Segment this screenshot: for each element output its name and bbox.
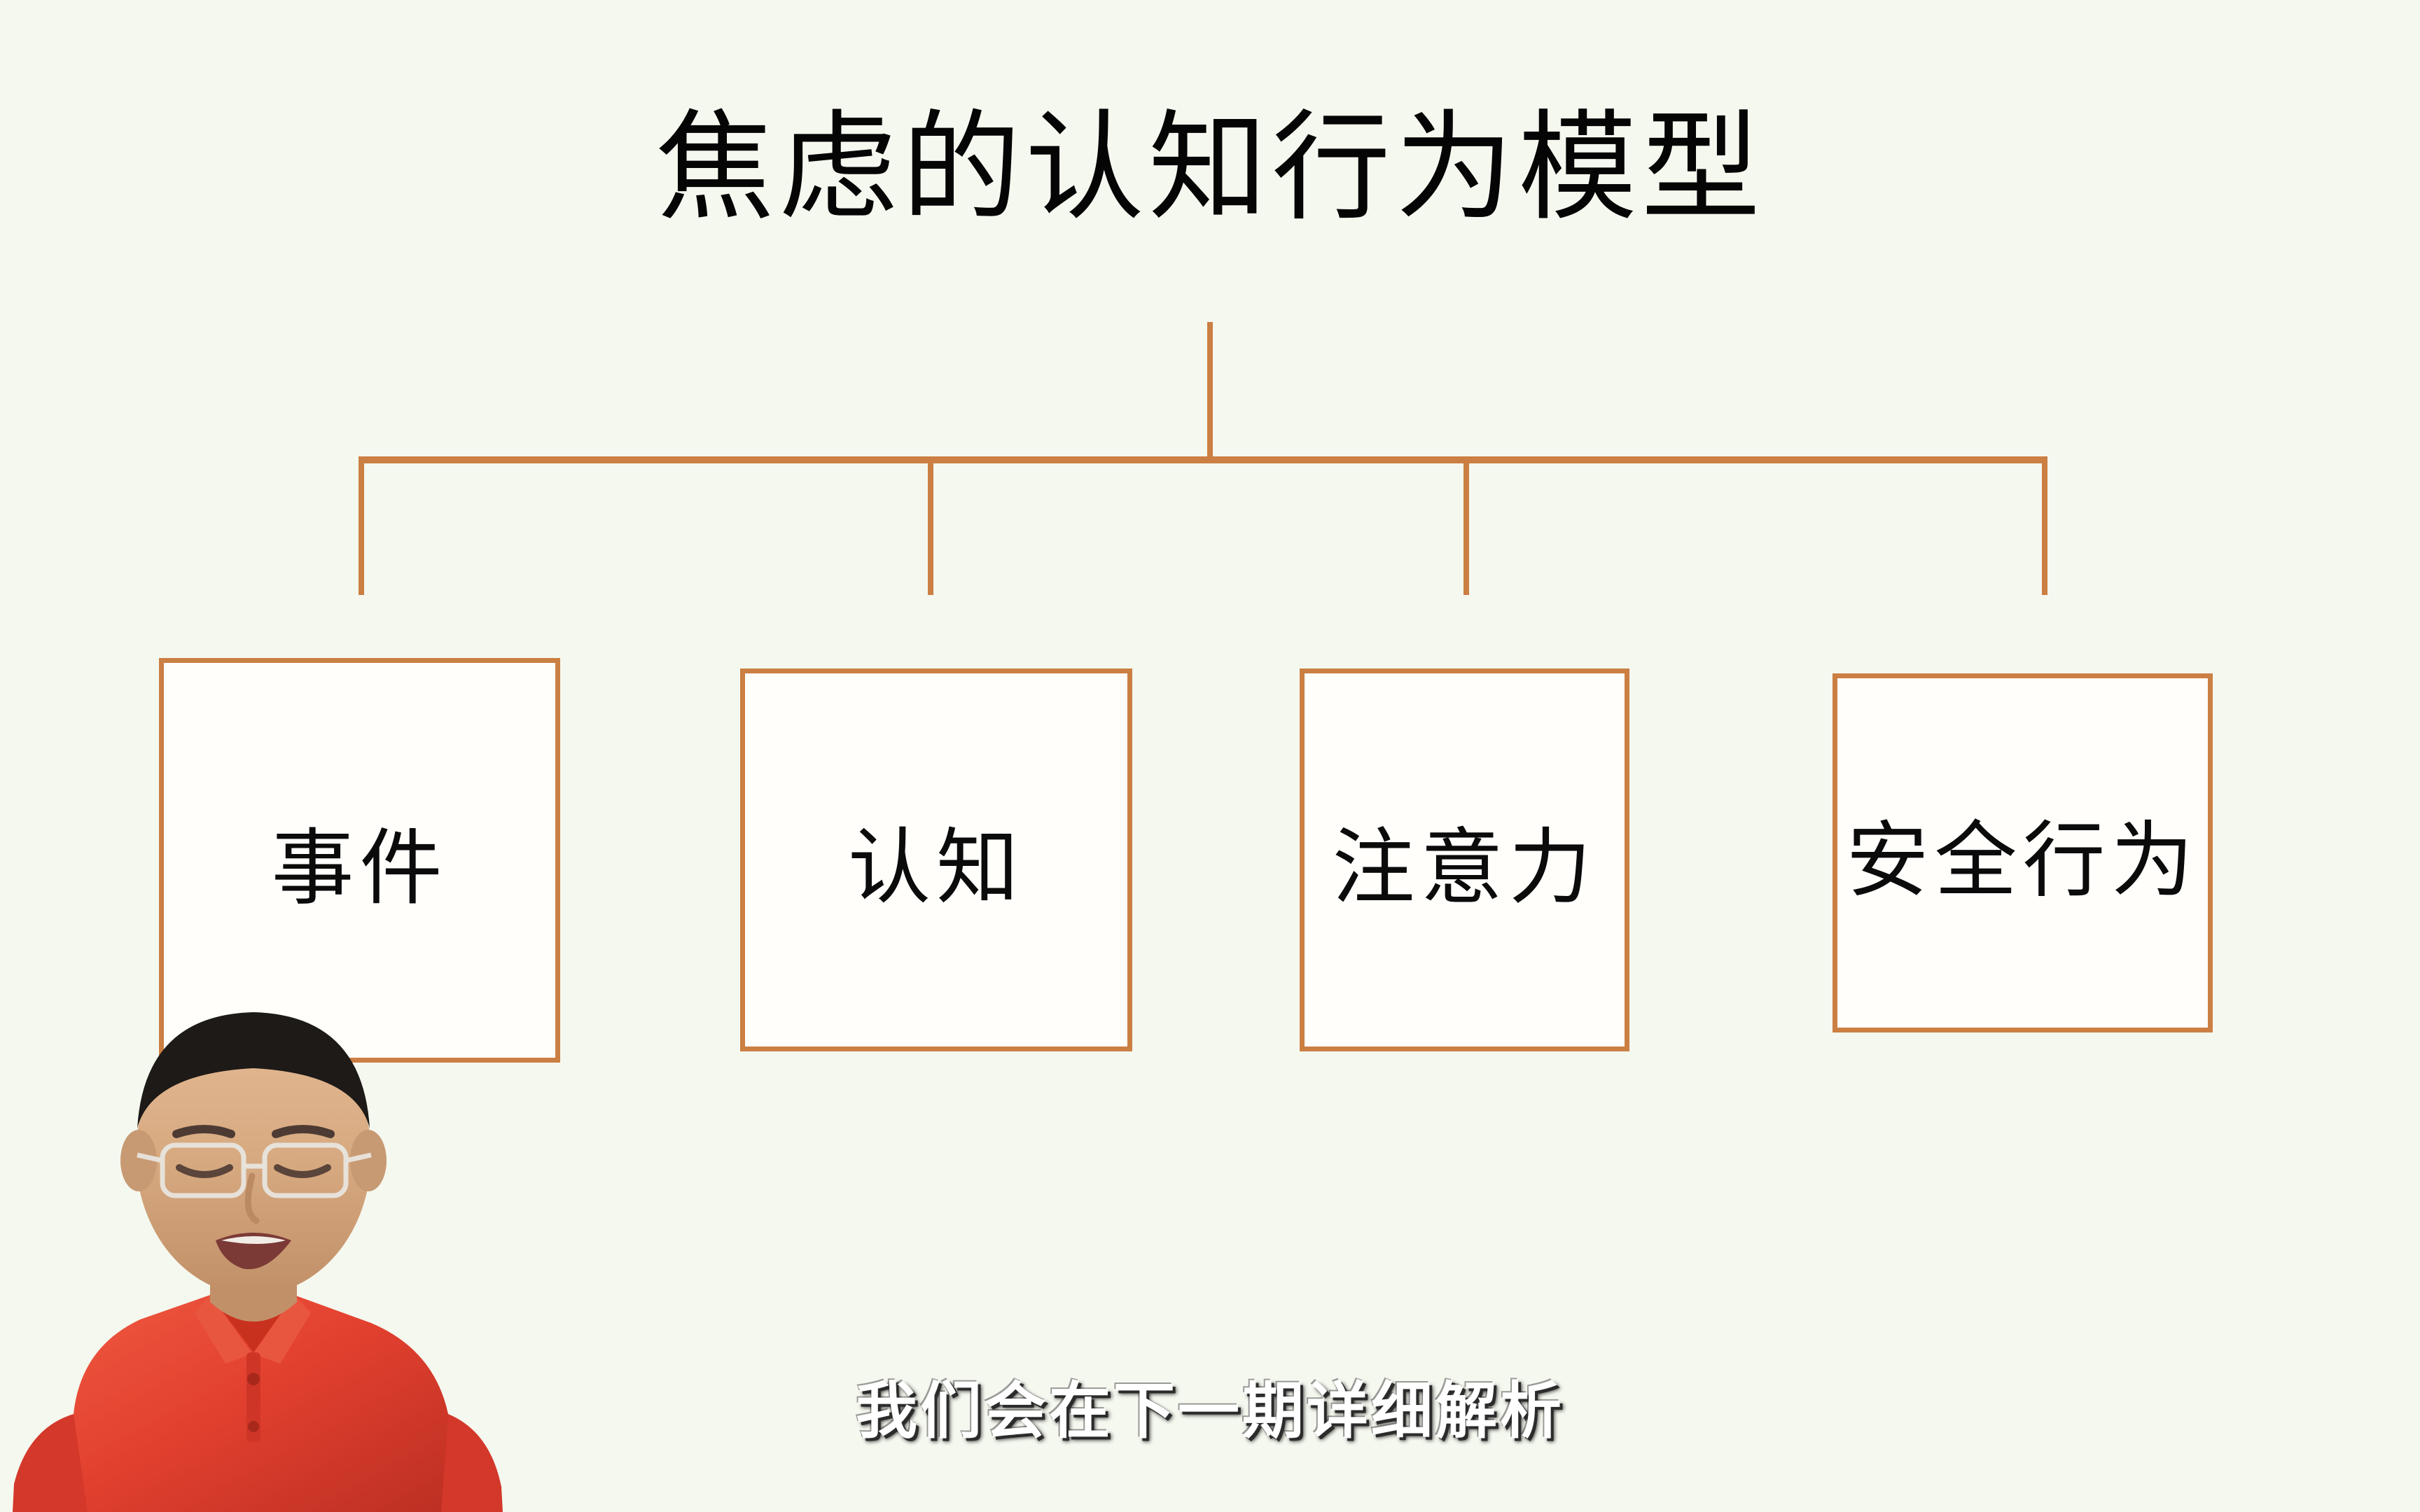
connector-drop-1 xyxy=(359,461,364,595)
diagram-node-label: 安全行为 xyxy=(1846,816,2199,907)
diagram-node-label: 事件 xyxy=(271,822,448,915)
connector-drop-2 xyxy=(928,461,933,595)
glasses-icon xyxy=(137,1142,372,1198)
connector-root-stem xyxy=(1207,322,1213,461)
diagram-node-cognition[interactable]: 认知 xyxy=(740,668,1132,1051)
connector-drop-4 xyxy=(2042,461,2047,595)
diagram-node-label: 认知 xyxy=(847,822,1024,914)
connector-drop-3 xyxy=(1463,461,1469,595)
diagram-node-event[interactable]: 事件 xyxy=(159,658,560,1063)
diagram-node-safety-behavior[interactable]: 安全行为 xyxy=(1833,673,2213,1032)
subtitle-caption: 我们会在下一期详细解析 xyxy=(855,1376,1564,1446)
connector-horizontal-bus xyxy=(359,456,2047,463)
page-title: 焦虑的认知行为模型 xyxy=(655,103,1765,234)
presenter-neck xyxy=(210,1253,297,1322)
diagram-node-label: 注意力 xyxy=(1332,822,1597,914)
diagram-node-attention[interactable]: 注意力 xyxy=(1300,668,1629,1051)
